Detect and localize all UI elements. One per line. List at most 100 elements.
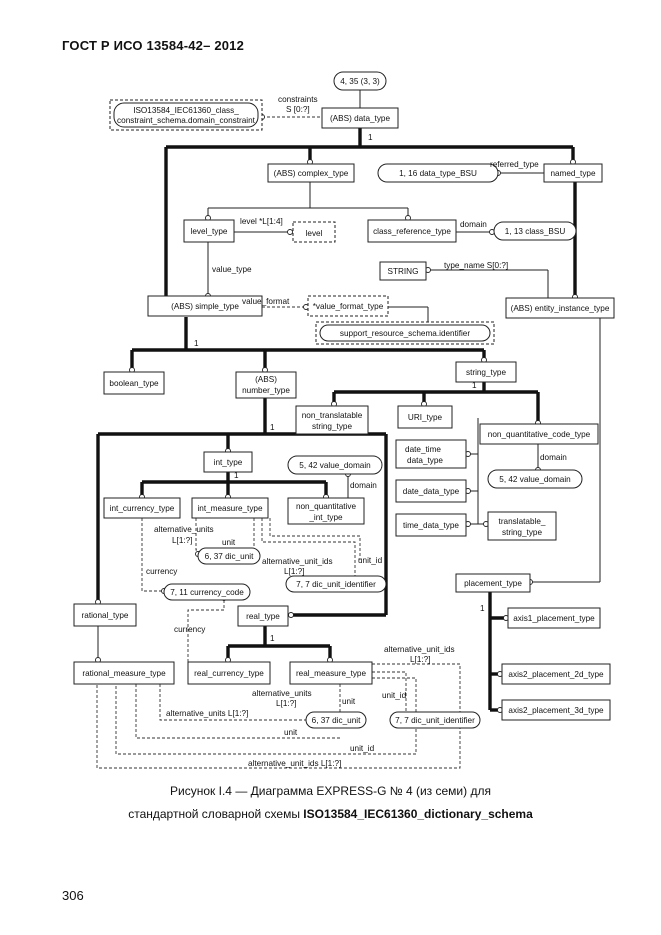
label-level: level *L[1:4] — [240, 217, 283, 226]
svg-text:_int_type: _int_type — [308, 513, 343, 522]
ref-dic-unit-identifier-1: 7, 7 dic_unit_identifier — [285, 575, 387, 593]
label-l1-1: L[1:?] — [172, 536, 193, 545]
label-value-format: value_format — [242, 297, 290, 306]
label-unit-id-2: unit_id — [382, 691, 407, 700]
ref-value-domain-1: 5, 42 value_domain — [287, 455, 383, 475]
svg-text:7, 7 dic_unit_identifier: 7, 7 dic_unit_identifier — [395, 716, 475, 725]
box-level: level — [292, 221, 336, 243]
svg-text:URI_type: URI_type — [408, 413, 443, 422]
svg-text:rational_measure_type: rational_measure_type — [82, 669, 166, 678]
box-constraint-ref: ISO13584_IEC61360_class_ constraint_sche… — [109, 99, 263, 131]
label-alt-units-2: alternative_units — [252, 689, 312, 698]
svg-text:axis1_placement_type: axis1_placement_type — [513, 614, 595, 623]
svg-text:real_currency_type: real_currency_type — [194, 669, 264, 678]
label-constraints-s: S [0:?] — [286, 105, 310, 114]
svg-text:named_type: named_type — [550, 169, 596, 178]
label-one-5: 1 — [234, 471, 239, 480]
svg-text:string_type: string_type — [466, 368, 506, 377]
box-axis2-placement-3d: axis2_placement_3d_type — [501, 699, 611, 721]
label-unit-2: unit — [342, 697, 356, 706]
box-date-data-type: date_data_type — [395, 479, 467, 503]
svg-text:int_measure_type: int_measure_type — [197, 504, 263, 513]
svg-text:axis2_placement_3d_type: axis2_placement_3d_type — [508, 706, 604, 715]
label-one-3: 1 — [472, 381, 477, 390]
svg-text:(ABS) complex_type: (ABS) complex_type — [274, 169, 349, 178]
ref-dic-unit-2: 6, 37 dic_unit — [305, 711, 367, 729]
svg-text:time_data_type: time_data_type — [403, 521, 459, 530]
svg-text:number_type: number_type — [242, 386, 290, 395]
label-unit-1: unit — [222, 538, 236, 547]
box-class-reference-type: class_reference_type — [367, 219, 457, 243]
svg-text:int_currency_type: int_currency_type — [110, 504, 175, 513]
svg-text:date_data_type: date_data_type — [403, 487, 460, 496]
box-int-type: int_type — [203, 451, 253, 473]
label-l1-3: L[1:?] — [410, 655, 431, 664]
svg-text:data_type: data_type — [407, 456, 443, 465]
box-support-ref: support_resource_schema.identifier — [315, 321, 495, 345]
svg-text:(ABS) simple_type: (ABS) simple_type — [171, 302, 239, 311]
label-one-6: 1 — [480, 604, 485, 613]
label-value-type: value_type — [212, 265, 252, 274]
box-real-type: real_type — [237, 605, 289, 627]
box-placement-type: placement_type — [455, 573, 531, 593]
label-constraints: constraints — [278, 95, 318, 104]
label-unit-3: unit — [284, 728, 298, 737]
page-number: 306 — [62, 888, 84, 903]
svg-text:placement_type: placement_type — [464, 579, 522, 588]
label-domain-3: domain — [350, 481, 377, 490]
box-real-measure-type: real_measure_type — [289, 661, 373, 685]
box-string: STRING — [379, 261, 427, 281]
label-domain-1: domain — [460, 220, 487, 229]
svg-text:6, 37 dic_unit: 6, 37 dic_unit — [312, 716, 361, 725]
svg-text:support_resource_schema.identi: support_resource_schema.identifier — [340, 329, 470, 338]
box-rational-type: rational_type — [73, 603, 137, 627]
figure-caption-line1: Рисунок I.4 — Диаграмма EXPRESS-G № 4 (и… — [170, 784, 491, 798]
box-uri-type: URI_type — [397, 405, 453, 429]
svg-text:real_type: real_type — [246, 612, 280, 621]
box-named-type: named_type — [543, 163, 603, 183]
svg-text:level: level — [306, 229, 323, 238]
box-simple-type: (ABS) simple_type — [147, 295, 263, 317]
svg-text:(ABS): (ABS) — [255, 375, 277, 384]
svg-text:boolean_type: boolean_type — [109, 379, 159, 388]
svg-text:constraint_schema.domain_const: constraint_schema.domain_constraint — [117, 116, 256, 125]
label-one-1: 1 — [368, 133, 373, 142]
svg-text:non_translatable: non_translatable — [302, 411, 363, 420]
ref-value-domain-2: 5, 42 value_domain — [487, 469, 583, 489]
figure-caption-line2: стандартной словарной схемы ISO13584_IEC… — [0, 807, 661, 821]
svg-text:1, 16 data_type_BSU: 1, 16 data_type_BSU — [399, 169, 477, 178]
label-alt-unit-ids-1: alternative_unit_ids — [262, 557, 333, 566]
box-entity-instance-type: (ABS) entity_instance_type — [505, 297, 615, 319]
label-one-7: 1 — [270, 634, 275, 643]
svg-text:string_type: string_type — [502, 528, 542, 537]
ref-data-type-bsu: 1, 16 data_type_BSU — [377, 163, 499, 183]
svg-text:non_quantitative: non_quantitative — [296, 502, 357, 511]
page-ref-data-type: 4, 35 (3, 3) — [333, 71, 387, 91]
svg-text:7, 7 dic_unit_identifier: 7, 7 dic_unit_identifier — [296, 580, 376, 589]
ref-currency-code: 7, 11 currency_code — [163, 583, 251, 601]
svg-text:date_time: date_time — [405, 445, 441, 454]
label-alt-units-l: alternative_units L[1:?] — [166, 709, 248, 718]
box-non-quant-int-type: non_quantitative _int_type — [287, 497, 365, 525]
box-non-quant-code-type: non_quantitative_code_type — [479, 423, 599, 445]
svg-text:7, 11 currency_code: 7, 11 currency_code — [170, 588, 244, 597]
label-referred-type: referred_type — [490, 160, 539, 169]
svg-text:axis2_placement_2d_type: axis2_placement_2d_type — [508, 670, 604, 679]
svg-text:5, 42 value_domain: 5, 42 value_domain — [299, 461, 371, 470]
svg-text:(ABS) entity_instance_type: (ABS) entity_instance_type — [511, 304, 610, 313]
label-one-2: 1 — [194, 339, 199, 348]
label-alt-units-1: alternative_units — [154, 525, 214, 534]
label-unit-id-1: unit_id — [358, 556, 383, 565]
box-string-type: string_type — [455, 361, 517, 383]
box-axis1-placement: axis1_placement_type — [507, 607, 601, 629]
svg-text:*value_format_type: *value_format_type — [313, 302, 384, 311]
box-value-format-type: *value_format_type — [307, 295, 389, 317]
label-one-4: 1 — [270, 423, 275, 432]
svg-text:non_quantitative_code_type: non_quantitative_code_type — [488, 430, 591, 439]
ref-class-bsu: 1, 13 class_BSU — [493, 221, 577, 241]
box-translatable: translatable_ string_type — [487, 511, 557, 541]
box-rational-measure-type: rational_measure_type — [73, 661, 175, 685]
label-l1-4: L[1:?] — [276, 699, 297, 708]
label-alt-unit-ids-2: alternative_unit_ids — [384, 645, 455, 654]
document-header: ГОСТ Р ИСО 13584-42– 2012 — [62, 38, 245, 53]
